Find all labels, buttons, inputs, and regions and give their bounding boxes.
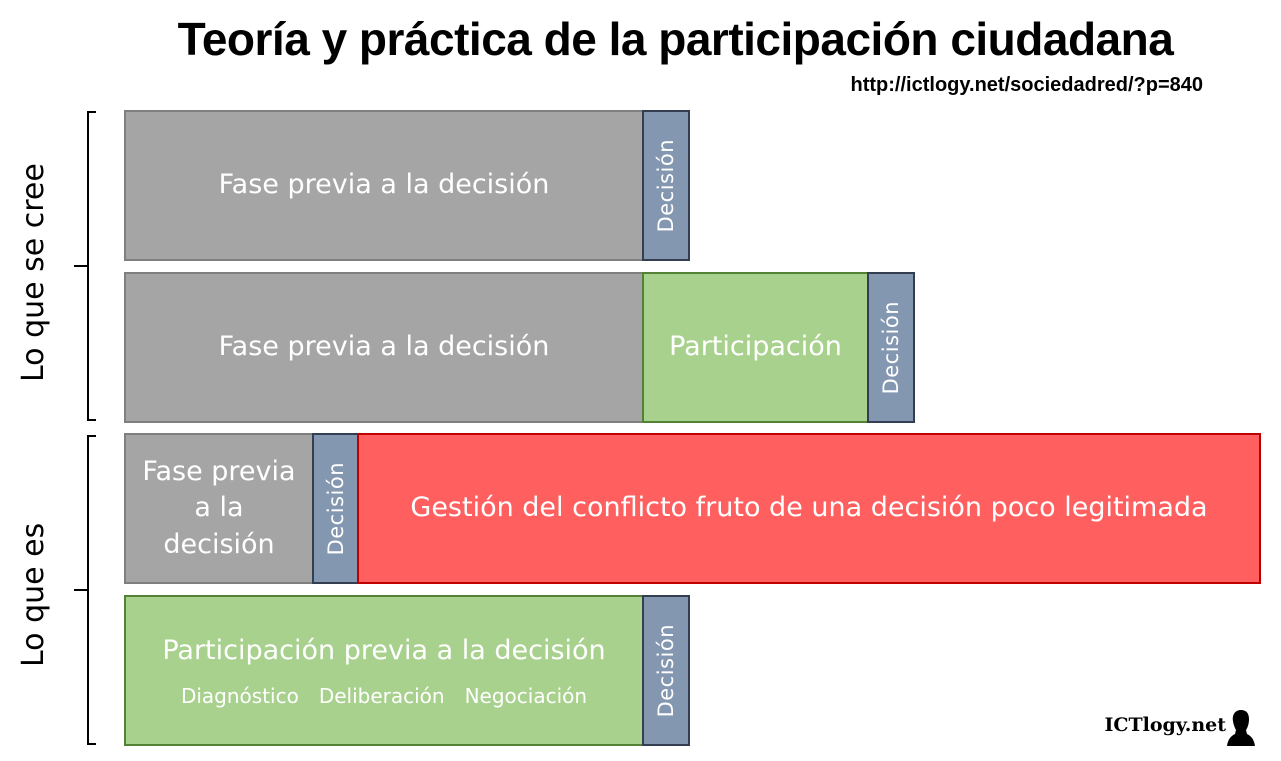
block-label: Participación [669,331,842,363]
block-label: Participación previa a la decisión [162,635,606,667]
person-silhouette-icon [1227,710,1255,746]
block-label: Decisión [323,461,348,556]
participation-block: Participación [642,272,869,423]
decision-block: Decisión [642,595,690,746]
block-label: Decisión [654,623,678,718]
prior-participation-block: Participación previa a la decisión Diagn… [124,595,644,746]
block-label: Fase previa a la decisión [218,169,550,201]
decision-block: Decisión [312,433,359,584]
bracket-belief-icon [74,111,96,421]
block-label: Decisión [879,300,903,395]
page-title: Teoría y práctica de la participación ci… [177,13,1174,65]
decision-block: Decisión [642,110,690,261]
block-label: Fase previa a la decisión [142,455,296,560]
source-url: http://ictlogy.net/sociedadred/?p=840 [850,74,1203,96]
bracket-reality-icon [74,435,96,745]
pre-decision-phase-block: Fase previa a la decisión [124,433,314,584]
decision-block: Decisión [867,272,915,423]
block-label: Fase previa a la decisión [218,331,550,363]
pre-decision-phase-block: Fase previa a la decisión [124,110,644,261]
block-label: Decisión [654,138,678,233]
group-label-reality: Lo que es [16,522,51,667]
subitem-diagnosis: Diagnóstico [180,683,299,708]
block-label: Gestión del conflicto fruto de una decis… [410,492,1208,524]
subitem-deliberation: Deliberación [318,683,445,708]
group-label-belief: Lo que se cree [16,163,51,382]
ictlogy-logo: ICTlogy.net [1104,714,1226,736]
subitem-negotiation: Negociación [464,683,588,708]
pre-decision-phase-block: Fase previa a la decisión [124,272,644,423]
conflict-management-block: Gestión del conflicto fruto de una decis… [357,433,1261,584]
participation-subitems: Diagnóstico Deliberación Negociación [181,684,587,708]
